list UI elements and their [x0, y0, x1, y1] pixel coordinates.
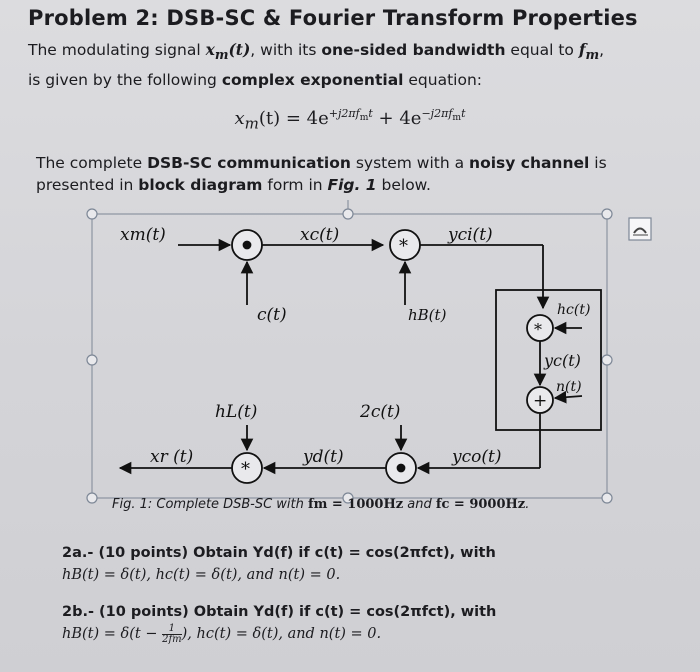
comma: , [599, 41, 605, 59]
label-n: n(t) [556, 379, 582, 395]
question-2a-line1: 2a.- (10 points) Obtain Yd(f) if c(t) = … [62, 545, 496, 561]
system-text-4: presented in [36, 176, 139, 194]
eq-lhs: x [234, 108, 245, 129]
channel-box [495, 289, 602, 431]
complex-exponential-text: complex exponential [221, 71, 404, 90]
system-text-3: is [589, 154, 607, 172]
signal-symbol: x [205, 40, 215, 59]
fm-symbol: f [578, 40, 586, 59]
noisy-channel-text: noisy channel [469, 154, 590, 172]
intro-text-mid: , with its [250, 41, 322, 59]
conv-symbol-2: * [534, 320, 542, 339]
block-diagram: xm(t) xc(t) yci(t) c(t) hB(t) hc(t) yc(t… [86, 200, 652, 504]
system-text-5: form in [262, 176, 328, 194]
one-sided-bandwidth-text: one-sided bandwidth [321, 41, 506, 59]
label-2c: 2c(t) [359, 402, 400, 422]
system-text-1: The complete [36, 154, 148, 172]
system-text-6: below. [376, 176, 431, 194]
system-paragraph: The complete DSB-SC communication system… [36, 152, 676, 196]
label-yco: yco(t) [451, 447, 501, 467]
fm-sub: m [585, 48, 600, 64]
question-2b-line1: 2b.- (10 points) Obtain Yd(f) if c(t) = … [62, 604, 497, 620]
sum-symbol: + [533, 391, 547, 411]
eq-exp1-t: t [368, 107, 373, 120]
caption-and: and [403, 497, 436, 512]
question-2a: 2a.- (10 points) Obtain Yd(f) if c(t) = … [62, 542, 496, 586]
label-yc: yc(t) [543, 351, 581, 370]
label-hc: hc(t) [557, 302, 590, 318]
intro-text: The modulating signal [28, 41, 206, 59]
problem-title: Problem 2: DSB-SC & Fourier Transform Pr… [28, 6, 638, 30]
conv-symbol-3: * [241, 459, 250, 480]
label-xc: xc(t) [300, 225, 339, 245]
caption-fc: fc = 9000Hz [435, 497, 526, 512]
frac-num: 1 [162, 623, 182, 635]
conv-symbol-1: * [399, 236, 408, 257]
label-xr: xr (t) [150, 447, 193, 467]
intro-text-post: equal to [505, 41, 579, 59]
eq-exp1: +j2πf [328, 107, 360, 120]
eq-lhs-arg: (t) = 4e [258, 108, 329, 129]
signal-arg: (t) [228, 40, 251, 59]
eq-exp2-sub: m [452, 112, 462, 124]
question-2b-line2-b: ), hc(t) = δ(t), and n(t) = 0. [181, 626, 382, 642]
figure-caption: Fig. 1: Complete DSB-SC with fm = 1000Hz… [112, 497, 529, 512]
fig-ref-text: Fig. 1 [327, 176, 377, 194]
label-c: c(t) [257, 305, 287, 325]
eq-exp2: −j2πf [421, 107, 453, 120]
selection-handles[interactable] [86, 208, 613, 504]
frac-den: 2fm [162, 633, 182, 645]
caption-text: Fig. 1: Complete DSB-SC with [112, 497, 308, 512]
label-yd: yd(t) [302, 447, 344, 467]
dsb-sc-text: DSB-SC communication [147, 154, 351, 172]
layout-options-icon[interactable] [628, 217, 652, 241]
label-hB: hB(t) [408, 306, 447, 324]
label-hL: hL(t) [215, 402, 257, 422]
question-2b: 2b.- (10 points) Obtain Yd(f) if c(t) = … [62, 601, 496, 645]
eq-exp1-sub: m [359, 112, 369, 124]
eq-exp2-t: t [461, 107, 466, 120]
system-text-2: system with a [350, 154, 470, 172]
caption-period: . [525, 497, 530, 512]
eq-lhs-sub: m [244, 114, 259, 133]
question-2b-line2-a: hB(t) = δ(t − [62, 626, 163, 642]
label-yci: yci(t) [447, 225, 493, 245]
block-diagram-text: block diagram [138, 176, 263, 194]
caption-fm: fm = 1000Hz [308, 497, 404, 512]
eq-plus: + 4e [372, 108, 422, 129]
label-xm: xm(t) [120, 225, 166, 245]
intro-line2: is given by the following [28, 71, 222, 90]
signal-equation: xm(t) = 4e+j2πfmt + 4e−j2πfmt [0, 107, 700, 133]
intro-line2-post: equation: [403, 71, 483, 90]
signal-sub: m [214, 48, 229, 64]
intro-paragraph: The modulating signal xm(t), with its on… [28, 38, 678, 92]
question-2a-line2: hB(t) = δ(t), hc(t) = δ(t), and n(t) = 0… [62, 567, 341, 583]
